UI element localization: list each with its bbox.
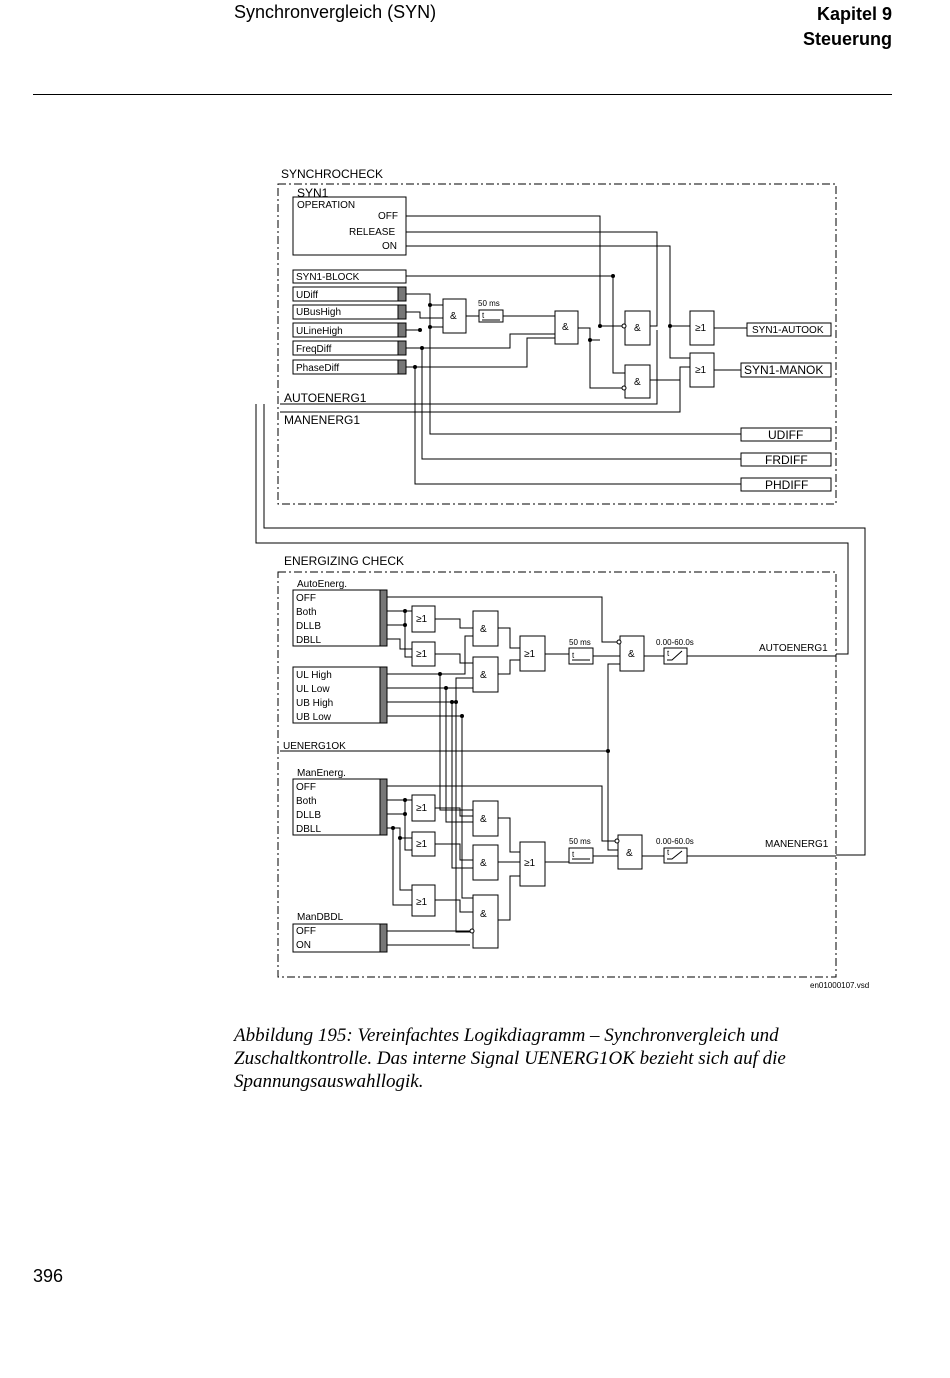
energ-or-2: ≥1 bbox=[416, 649, 427, 660]
energ-delay-2: 0.00-60.0s bbox=[656, 837, 694, 846]
energ-and-1: & bbox=[480, 624, 487, 635]
energ-or-4: ≥1 bbox=[416, 803, 427, 814]
input-ubushigh: UBusHigh bbox=[296, 307, 341, 318]
output-syn1-autook: SYN1-AUTOOK bbox=[752, 325, 824, 336]
syn-and-gate-4: & bbox=[634, 377, 641, 388]
caption-lead: Abbildung 195: bbox=[234, 1025, 353, 1046]
syn-timer-label: 50 ms bbox=[478, 299, 500, 308]
page-header-chapter: Kapitel 9 Steuerung bbox=[803, 2, 892, 52]
output-autoenerg1: AUTOENERG1 bbox=[759, 643, 828, 654]
autoenerg-title: AutoEnerg. bbox=[297, 579, 347, 590]
syn-and-gate-2: & bbox=[562, 322, 569, 333]
energ-delay-1: 0.00-60.0s bbox=[656, 638, 694, 647]
auto-mode-both: Both bbox=[296, 607, 317, 618]
chapter-number: Kapitel 9 bbox=[816, 4, 892, 24]
file-name: en01000107.vsd bbox=[810, 981, 869, 990]
auto-mode-dllb: DLLB bbox=[296, 621, 321, 632]
energ-timer-2-t: t bbox=[572, 850, 575, 859]
uenerg1ok-signal: UENERG1OK bbox=[283, 741, 346, 752]
energ-delay-1-t: t bbox=[667, 649, 670, 658]
man-mode-both: Both bbox=[296, 796, 317, 807]
output-frdiff: FRDIFF bbox=[765, 453, 808, 467]
man-mode-dllb: DLLB bbox=[296, 810, 321, 821]
volt-ul-low: UL Low bbox=[296, 684, 330, 695]
energ-and-4: & bbox=[480, 814, 487, 825]
operation-label: OPERATION bbox=[297, 200, 355, 211]
energ-and-7: & bbox=[626, 848, 633, 859]
syn-and-gate-3: & bbox=[634, 323, 641, 334]
syn-or-gate-1: ≥1 bbox=[695, 323, 706, 334]
volt-ub-high: UB High bbox=[296, 698, 333, 709]
auto-mode-dbll: DBLL bbox=[296, 635, 321, 646]
output-phdiff: PHDIFF bbox=[765, 478, 808, 492]
volt-ub-low: UB Low bbox=[296, 712, 332, 723]
op-on-label: ON bbox=[382, 241, 397, 252]
energ-or-3: ≥1 bbox=[524, 649, 535, 660]
syn-and-gate-1: & bbox=[450, 311, 457, 322]
auto-mode-off: OFF bbox=[296, 593, 316, 604]
input-freqdiff: FreqDiff bbox=[296, 344, 332, 355]
autoenerg-signal: AUTOENERG1 bbox=[284, 391, 367, 405]
input-ulinehigh: ULineHigh bbox=[296, 326, 343, 337]
mandbdl-title: ManDBDL bbox=[297, 912, 344, 923]
header-rule bbox=[33, 94, 892, 95]
op-release-label: RELEASE bbox=[349, 227, 395, 238]
input-syn1-block: SYN1-BLOCK bbox=[296, 272, 360, 283]
volt-ul-high: UL High bbox=[296, 670, 332, 681]
manenerg-signal: MANENERG1 bbox=[284, 413, 360, 427]
input-udiff: UDiff bbox=[296, 290, 318, 301]
page-header-section: Synchronvergleich (SYN) bbox=[234, 2, 437, 22]
energizing-title: ENERGIZING CHECK bbox=[284, 554, 404, 568]
energ-delay-2-t: t bbox=[667, 848, 670, 857]
syn1-label: SYN1 bbox=[297, 186, 329, 200]
output-manenerg1: MANENERG1 bbox=[765, 839, 829, 850]
energ-and-5: & bbox=[480, 858, 487, 869]
logic-diagram: SYNCHROCHECK SYN1 OPERATION OFF RELEASE … bbox=[255, 167, 869, 990]
energizing-frame bbox=[277, 571, 837, 978]
energ-or-5: ≥1 bbox=[416, 839, 427, 850]
output-syn1-manok: SYN1-MANOK bbox=[744, 363, 823, 377]
mandbdl-on: ON bbox=[296, 940, 311, 951]
man-mode-off: OFF bbox=[296, 782, 316, 793]
syn-timer-t: t bbox=[482, 311, 485, 320]
figure-caption: Abbildung 195: Vereinfachtes Logikdiagra… bbox=[234, 1024, 894, 1093]
energ-or-1: ≥1 bbox=[416, 614, 427, 625]
man-mode-dbll: DBLL bbox=[296, 824, 321, 835]
synchrocheck-frame bbox=[277, 183, 837, 505]
mandbdl-off: OFF bbox=[296, 926, 316, 937]
energ-timer-1-t: t bbox=[572, 651, 575, 660]
page-number: 396 bbox=[33, 1266, 64, 1286]
synchrocheck-title: SYNCHROCHECK bbox=[281, 167, 383, 181]
manenerg-title: ManEnerg. bbox=[297, 768, 346, 779]
chapter-title: Steuerung bbox=[802, 29, 892, 49]
energ-or-6: ≥1 bbox=[416, 897, 427, 908]
output-udiff: UDIFF bbox=[768, 428, 803, 442]
energ-and-6: & bbox=[480, 909, 487, 920]
input-phasediff: PhaseDiff bbox=[296, 363, 339, 374]
syn-or-gate-2: ≥1 bbox=[695, 365, 706, 376]
op-off-label: OFF bbox=[378, 211, 398, 222]
energ-timer-1: 50 ms bbox=[569, 638, 591, 647]
energ-or-7: ≥1 bbox=[524, 858, 535, 869]
energ-timer-2: 50 ms bbox=[569, 837, 591, 846]
energ-and-2: & bbox=[480, 670, 487, 681]
caption-text: Vereinfachtes Logikdiagramm – Synchronve… bbox=[234, 1025, 786, 1092]
energ-and-3: & bbox=[628, 649, 635, 660]
